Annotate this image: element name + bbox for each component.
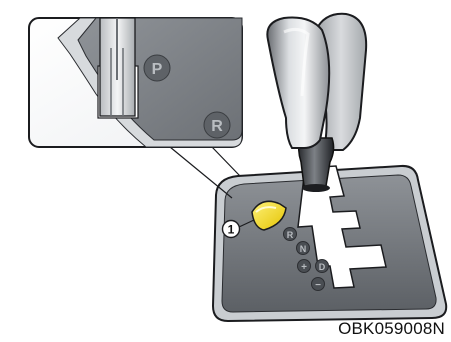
inset-mark-r: R bbox=[211, 118, 223, 135]
callout-1-label: 1 bbox=[228, 223, 235, 237]
inset-mark-p: P bbox=[152, 61, 163, 78]
mark-r: R bbox=[287, 230, 294, 240]
mark-d: D bbox=[319, 262, 326, 272]
inset-detail-panel: P R bbox=[29, 18, 242, 147]
mark-minus: − bbox=[315, 280, 321, 291]
shift-lever bbox=[267, 14, 366, 192]
mark-plus: + bbox=[301, 262, 307, 273]
mark-n: N bbox=[300, 244, 307, 254]
figure-code: OBK059008N bbox=[338, 319, 445, 339]
